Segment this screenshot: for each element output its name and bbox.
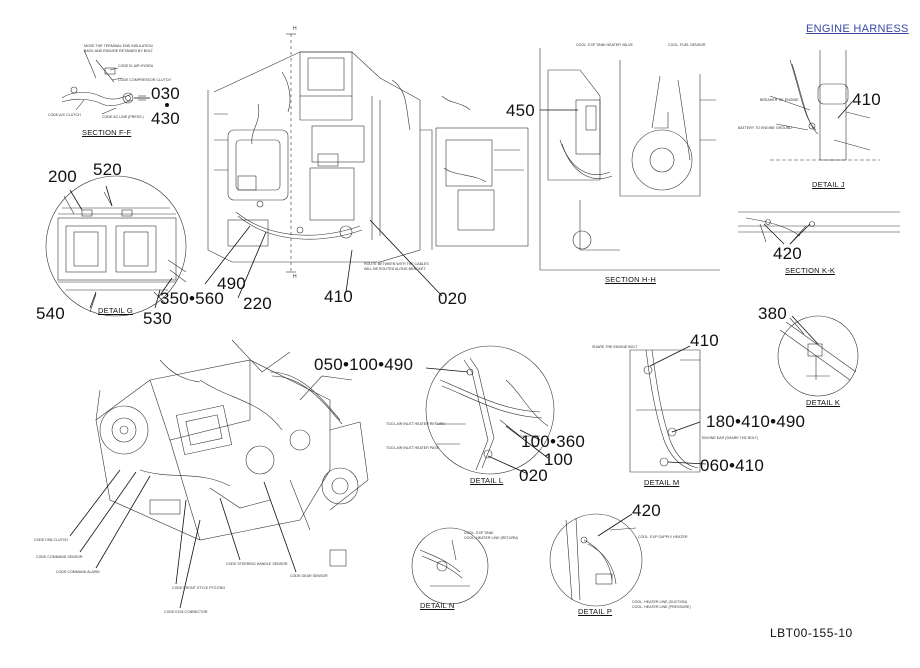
note-j-1: BREAKER TIE ENGINE xyxy=(760,98,799,102)
callout-410-main: 410 xyxy=(324,287,353,306)
caption-detail-n: DETAIL N xyxy=(420,601,455,610)
note-m-1: SHARE THE ENGINE BOLT xyxy=(592,345,638,349)
note-l-1: TOOL AIR INLET HEATER RETURN xyxy=(386,422,445,426)
callout-410-detail-j: 410 xyxy=(852,90,881,109)
callout-200: 200 xyxy=(48,167,77,186)
callout-420-section-k: 420 xyxy=(773,244,802,263)
drawing-title: ENGINE HARNESS xyxy=(806,23,909,35)
callout-050-100-490: 050•100•490 xyxy=(314,355,414,374)
caption-detail-p: DETAIL P xyxy=(578,607,613,616)
note-iso-5: CODE STEERING HANDLE SENSOR xyxy=(226,562,288,566)
note-iso-1: CODE FAN CLUTCH xyxy=(34,538,68,542)
caption-section-hh: SECTION H-H xyxy=(605,275,656,284)
detail-j-view xyxy=(769,50,880,161)
section-mark-h-top: H xyxy=(293,26,297,32)
callout-dot xyxy=(165,103,169,107)
note-iso-3: CODE COMMAND ALARM xyxy=(56,570,100,574)
note-p-3: COOL. HEATER LINE (PRESSURE) xyxy=(632,605,691,609)
callout-100: 100 xyxy=(544,450,573,469)
note-ff-6: CODE AC LINE (PRESS.) xyxy=(102,115,144,119)
callout-020-main: 020 xyxy=(438,289,467,308)
callout-180-410-490: 180•410•490 xyxy=(706,412,806,431)
section-kk-view xyxy=(738,211,900,245)
isometric-engine-view xyxy=(95,339,369,567)
section-mark-h-bottom: H xyxy=(293,274,297,280)
callout-060-410: 060•410 xyxy=(700,456,765,475)
caption-detail-k: DETAIL K xyxy=(806,398,841,407)
note-ff-1: MOVE THE TERMINAL END INSULATION xyxy=(84,44,153,48)
note-iso-2: CODE COMMAND SENSOR xyxy=(36,555,83,559)
callout-540: 540 xyxy=(36,304,65,323)
caption-section-kk: SECTION K-K xyxy=(785,266,836,275)
callout-020-detail-l: 020 xyxy=(519,466,548,485)
callout-520: 520 xyxy=(93,160,122,179)
note-main-2: WILL BE ROUTED ALONG BRACKET xyxy=(364,267,426,271)
note-main-1: ROUTE BETWEEN WITH THE CABLES xyxy=(364,262,429,266)
section-ff-view xyxy=(61,49,146,115)
callout-430: 430 xyxy=(151,109,180,128)
section-hh-view xyxy=(539,48,720,271)
callout-410-detail-m: 410 xyxy=(690,331,719,350)
main-engine-view xyxy=(207,33,529,273)
note-m-2: ENGINE EAR (SHARE THE BOLT) xyxy=(702,436,759,440)
caption-detail-m: DETAIL M xyxy=(644,478,680,487)
note-j-2: BATTERY TO ENGINE GROUND xyxy=(738,126,792,130)
note-iso-6: CODE GEAR SENSOR xyxy=(290,574,328,578)
callout-530: 530 xyxy=(143,309,172,328)
callout-380: 380 xyxy=(758,304,787,323)
note-ff-2: BACK AND ENSURE RETAINED BY BOLT xyxy=(84,49,153,53)
note-p-2: COOL. HEATER LINE (SUCTION) xyxy=(632,600,688,604)
callout-220: 220 xyxy=(243,294,272,313)
caption-section-ff: SECTION F-F xyxy=(82,128,132,137)
detail-m-view xyxy=(629,349,701,473)
detail-k-view xyxy=(777,315,859,397)
note-ff-4: CODE COMPRESSOR CLUTCH xyxy=(118,78,171,82)
note-hh-1: COOL. EXP TANK HEATER VALVE xyxy=(576,43,633,47)
note-hh-2: COOL. FUEL SENSOR xyxy=(668,43,706,47)
callout-100-360: 100•360 xyxy=(521,432,586,451)
leader-lines xyxy=(69,97,853,609)
note-p-1: COOL. EXP SUPPLY HEATER xyxy=(638,535,688,539)
detail-n-view xyxy=(411,527,489,605)
caption-detail-l: DETAIL L xyxy=(470,476,504,485)
caption-detail-j: DETAIL J xyxy=(812,180,845,189)
caption-detail-g: DETAIL G xyxy=(98,306,133,315)
note-iso-4: CODE FRONT STYLE PTO ENG xyxy=(172,586,226,590)
note-n-1: COOL. EXP TANK xyxy=(464,531,494,535)
callout-450: 450 xyxy=(506,101,535,120)
note-n-2: COOL. HEATER LINE (RETURN) xyxy=(464,536,518,540)
detail-p-view xyxy=(549,513,643,607)
callout-030: 030 xyxy=(151,84,180,103)
detail-g-view xyxy=(45,175,187,317)
note-l-2: TOOL AIR INLET HEATER PASS xyxy=(386,446,440,450)
callout-350-560: 350•560 xyxy=(160,289,225,308)
detail-l-view xyxy=(425,345,555,475)
note-ff-3: CODE B: AIR HYDRA xyxy=(118,64,154,68)
document-number: LBT00-155-10 xyxy=(770,626,853,640)
note-iso-7: CODE ECM CONNECTOR xyxy=(164,610,208,614)
callout-490: 490 xyxy=(217,274,246,293)
callout-420-detail-p: 420 xyxy=(632,501,661,520)
note-ff-5: CODE A/C CLUTCH xyxy=(48,113,81,117)
